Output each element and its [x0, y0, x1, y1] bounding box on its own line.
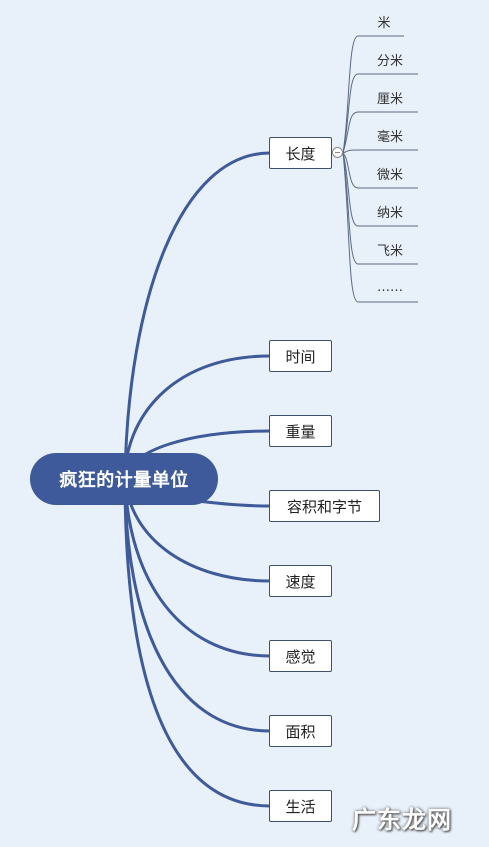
leaf-line-1 — [342, 73, 418, 154]
leaf-line-7 — [342, 152, 418, 303]
leaf-femtometer[interactable]: 飞米 — [376, 244, 403, 259]
watermark-text: 广东龙网 — [352, 806, 452, 834]
branch-node-time[interactable]: 时间 — [269, 340, 332, 372]
leaf-line-6 — [342, 152, 418, 265]
leaf-decimeter[interactable]: 分米 — [376, 54, 403, 69]
leaf-meter[interactable]: 米 — [377, 16, 391, 31]
branch-line-area — [123, 477, 271, 733]
branch-node-life[interactable]: 生活 — [269, 790, 332, 822]
branch-line-length — [123, 151, 271, 479]
branch-node-area[interactable]: 面积 — [269, 715, 332, 747]
leaf-ellipsis[interactable]: …… — [377, 280, 403, 295]
branch-node-volume-bytes[interactable]: 容积和字节 — [269, 490, 380, 522]
root-node[interactable]: 疯狂的计量单位 — [30, 453, 218, 505]
collapse-toggle-icon[interactable] — [332, 147, 343, 158]
branch-node-weight[interactable]: 重量 — [269, 415, 332, 447]
branch-node-feeling[interactable]: 感觉 — [269, 640, 332, 672]
branch-line-life — [123, 477, 271, 808]
branch-node-speed[interactable]: 速度 — [269, 565, 332, 597]
leaf-line-3 — [342, 149, 418, 154]
leaf-nanometer[interactable]: 纳米 — [376, 206, 403, 221]
leaf-centimeter[interactable]: 厘米 — [376, 92, 403, 107]
leaf-micrometer[interactable]: 微米 — [376, 168, 403, 183]
leaf-line-4 — [342, 152, 418, 189]
leaf-line-0 — [342, 35, 404, 154]
leaf-lines — [342, 35, 418, 303]
leaf-line-5 — [342, 152, 418, 227]
leaf-line-2 — [342, 111, 418, 154]
branch-node-length[interactable]: 长度 — [269, 137, 332, 169]
branch-line-feeling — [123, 477, 271, 658]
leaf-millimeter[interactable]: 毫米 — [376, 130, 403, 145]
